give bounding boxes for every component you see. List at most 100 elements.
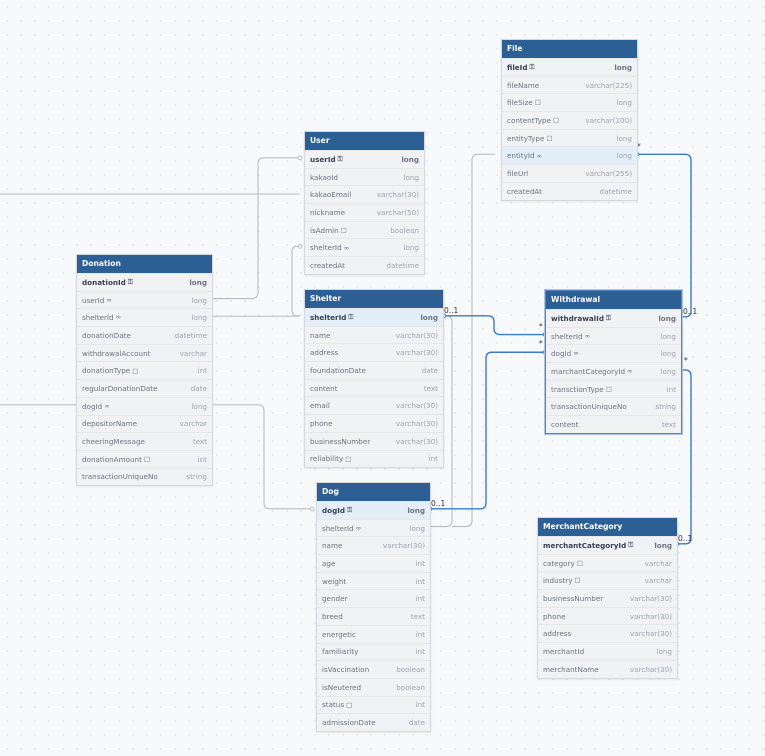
link-file-entity[interactable]	[452, 153, 495, 528]
field-name-text: shelterId	[322, 523, 354, 533]
field-name: merchantName	[543, 665, 599, 674]
link-shelter-withdrawal[interactable]	[444, 315, 545, 336]
field-row[interactable]: fileSize□long	[502, 93, 637, 111]
field-name-text: isVaccination	[322, 665, 370, 675]
field-row[interactable]: shelterId∞long	[317, 518, 430, 537]
table-header[interactable]: Donation	[77, 255, 212, 273]
field-row[interactable]: donationAmount□int	[77, 449, 212, 468]
field-row[interactable]: shelterId∞long	[305, 238, 424, 256]
field-name-text: status	[322, 700, 345, 710]
link-dog-withdrawal[interactable]	[430, 351, 545, 510]
field-name-text: marchantCategoryId	[551, 366, 626, 376]
field-row[interactable]: transctionType□int	[546, 379, 681, 398]
link-icon: ∞	[573, 349, 579, 358]
table-header[interactable]: User	[305, 132, 424, 150]
field-name-text: energetic	[322, 629, 356, 639]
field-name: kakaoEmail	[310, 190, 351, 199]
field-row[interactable]: dogId∞long	[546, 344, 681, 362]
field-name: status□	[322, 700, 352, 709]
field-type: long	[189, 277, 207, 287]
table-header[interactable]: File	[502, 40, 637, 58]
table-header[interactable]: Withdrawal	[546, 291, 681, 309]
field-row[interactable]: entityId∞long	[502, 146, 637, 165]
field-row[interactable]: shelterId∞long	[77, 308, 212, 326]
field-row[interactable]: fileId⚿long	[502, 58, 637, 76]
field-row[interactable]: reliability□int	[305, 449, 443, 468]
field-row[interactable]: dogId⚿long	[317, 501, 430, 519]
field-row[interactable]: userId∞long	[77, 290, 212, 309]
field-row[interactable]: marchantCategoryId∞long	[546, 362, 681, 380]
link-donation-dog[interactable]	[212, 404, 312, 510]
field-name: age	[322, 559, 335, 568]
field-name: email	[310, 401, 330, 410]
field-type: long	[191, 313, 207, 323]
link-donation-user[interactable]	[212, 157, 300, 300]
field-name: shelterId∞	[322, 524, 361, 533]
field-row[interactable]: isAdmin□boolean	[305, 220, 424, 239]
field-row[interactable]: withdrawalId⚿long	[546, 309, 681, 327]
link-user-shelter[interactable]	[291, 245, 300, 317]
field-row[interactable]: donationId⚿long	[77, 273, 212, 291]
field-row[interactable]: dogId∞long	[77, 396, 212, 415]
field-row[interactable]: contentType□varchar(100)	[502, 111, 637, 129]
field-row[interactable]: userId⚿long	[305, 150, 424, 168]
field-row[interactable]: status□int	[317, 695, 430, 714]
field-row[interactable]: shelterId∞long	[546, 326, 681, 345]
field-row[interactable]: category□varchar	[538, 553, 677, 572]
field-row[interactable]: entityType□long	[502, 128, 637, 147]
field-row[interactable]: shelterId⚿long	[305, 308, 443, 326]
table-header[interactable]: MerchantCategory	[538, 518, 677, 536]
field-row[interactable]: merchantCategoryId⚿long	[538, 536, 677, 554]
field-name-text: phone	[543, 611, 566, 621]
table-header[interactable]: Dog	[317, 483, 430, 501]
field-row[interactable]: industry□varchar	[538, 571, 677, 589]
table-header[interactable]: Shelter	[305, 290, 443, 308]
field-row[interactable]: donationType□int	[77, 361, 212, 379]
